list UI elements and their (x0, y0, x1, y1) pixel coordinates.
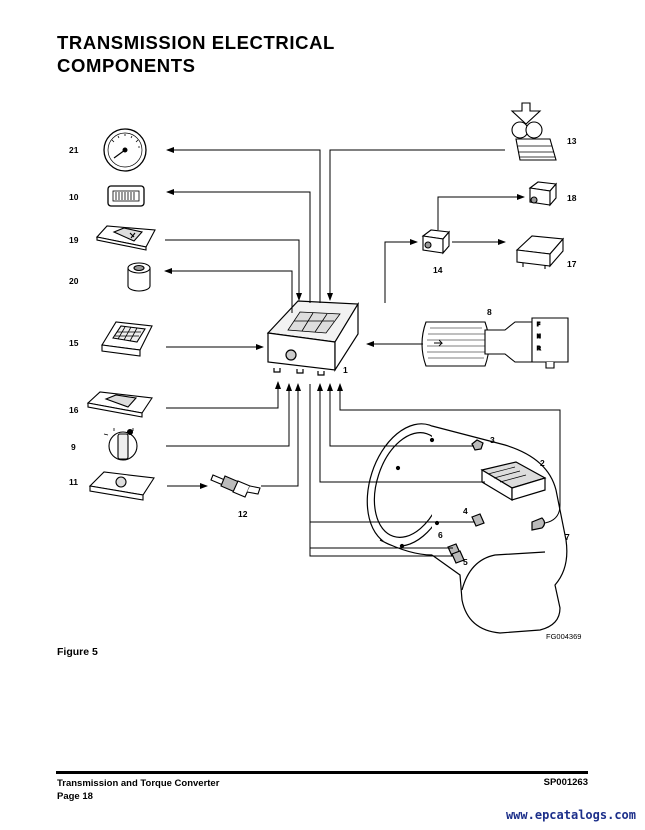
callout-14: 14 (433, 265, 443, 275)
figure-caption: Figure 5 (57, 646, 98, 658)
signal-lines (164, 147, 561, 557)
footer-left: Transmission and Torque Converter Page 1… (57, 777, 219, 803)
svg-text:N: N (537, 334, 541, 340)
callout-3: 3 (490, 435, 495, 445)
callout-6: 6 (438, 530, 443, 540)
relay-block-icon (101, 321, 153, 357)
footer-divider (56, 771, 588, 774)
figure-code: FG004369 (546, 632, 581, 641)
speedometer-icon (103, 128, 147, 172)
callout-2: 2 (540, 458, 545, 468)
callout-20: 20 (69, 276, 79, 286)
footer-page-number: Page 18 (57, 791, 93, 802)
footer-section-title: Transmission and Torque Converter (57, 778, 220, 789)
callout-7: 7 (565, 532, 570, 542)
buzzer-icon (127, 262, 151, 292)
callout-1: 1 (343, 365, 348, 375)
callout-17: 17 (567, 259, 577, 269)
digital-display-icon (107, 185, 145, 207)
rocker-switch-2-icon (86, 391, 153, 418)
rotary-selector-icon (103, 428, 138, 461)
page-title: TRANSMISSION ELECTRICAL COMPONENTS (57, 31, 335, 77)
callout-21: 21 (69, 145, 79, 155)
relay-18-icon (528, 181, 558, 207)
watermark-link[interactable]: www.epcatalogs.com (505, 808, 636, 822)
callout-11: 11 (69, 477, 78, 487)
callout-9: 9 (71, 442, 76, 452)
callout-19: 19 (69, 235, 79, 245)
svg-text:F: F (537, 322, 540, 328)
callout-labels: 1 2 3 4 5 6 7 8 9 10 11 12 13 14 15 16 1… (69, 136, 581, 641)
relay-14-icon (421, 229, 451, 255)
rocker-switch-icon (95, 225, 156, 251)
joystick-icon (510, 102, 557, 161)
sensor-icon (210, 474, 261, 498)
svg-text:R: R (537, 346, 541, 352)
callout-12: 12 (238, 509, 248, 519)
shift-lever-icon: F N R (421, 317, 569, 369)
callout-18: 18 (567, 193, 577, 203)
callout-8: 8 (487, 307, 492, 317)
page-title-line-1: TRANSMISSION ELECTRICAL (57, 32, 335, 53)
controller-icon (266, 300, 360, 376)
callout-4: 4 (463, 506, 468, 516)
callout-10: 10 (69, 192, 79, 202)
callout-16: 16 (69, 405, 79, 415)
page-title-line-2: COMPONENTS (57, 55, 196, 76)
module-17-icon (515, 235, 565, 269)
callout-13: 13 (567, 136, 577, 146)
callout-15: 15 (69, 338, 79, 348)
footer-doc-number: SP001263 (543, 777, 588, 788)
callout-5: 5 (463, 557, 468, 567)
transmission-housing-icon (366, 423, 568, 634)
control-switch-icon (88, 471, 155, 501)
